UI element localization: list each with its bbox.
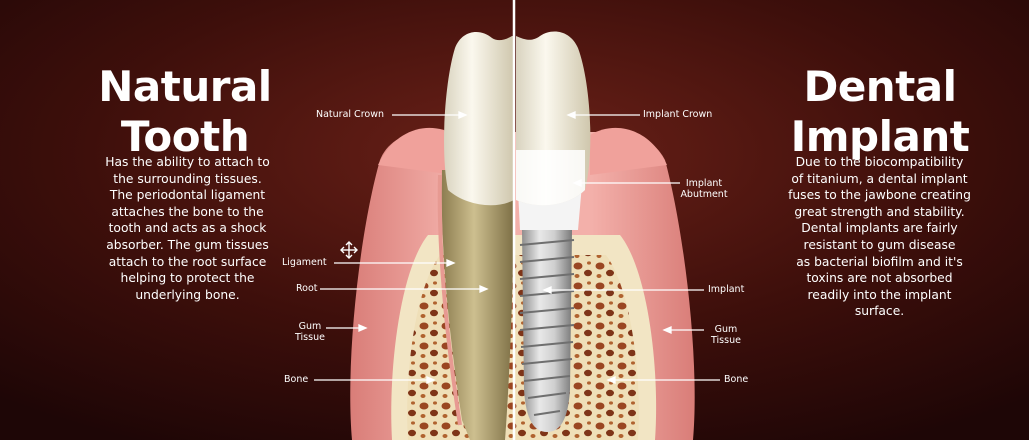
label-natural-crown: Natural Crown	[316, 109, 384, 120]
implant-title-line-1: Dental	[765, 62, 995, 112]
natural-desc-line: attaches the bone to the	[60, 204, 315, 221]
implant-desc-line: toxins are not absorbed	[752, 270, 1007, 287]
natural-tooth-title: Natural Tooth	[70, 62, 300, 162]
abutment-line-2: Abutment	[680, 189, 728, 200]
label-natural-bone: Bone	[284, 374, 308, 385]
dental-implant-description: Due to the biocompatibility of titanium,…	[752, 154, 1007, 320]
implant-desc-line: Dental implants are fairly	[752, 220, 1007, 237]
natural-desc-line: underlying bone.	[60, 287, 315, 304]
label-implant-crown: Implant Crown	[643, 109, 712, 120]
natural-desc-line: The periodontal ligament	[60, 187, 315, 204]
natural-title-line-1: Natural	[70, 62, 300, 112]
natural-desc-line: attach to the root surface	[60, 254, 315, 271]
label-ligament: Ligament	[282, 257, 327, 268]
natural-gum-line-2: Tissue	[293, 332, 327, 343]
label-root: Root	[296, 283, 318, 294]
label-implant: Implant	[708, 284, 744, 295]
label-implant-bone: Bone	[724, 374, 748, 385]
label-natural-gum-tissue: Gum Tissue	[293, 321, 327, 343]
implant-desc-line: fuses to the jawbone creating	[752, 187, 1007, 204]
natural-desc-line: Has the ability to attach to	[60, 154, 315, 171]
implant-desc-line: resistant to gum disease	[752, 237, 1007, 254]
natural-crown-shape	[444, 32, 514, 205]
implant-desc-line: surface.	[752, 303, 1007, 320]
natural-desc-line: helping to protect the	[60, 270, 315, 287]
label-implant-abutment: Implant Abutment	[680, 178, 728, 200]
move-cursor-icon	[341, 242, 357, 258]
implant-gum-line-2: Tissue	[708, 335, 744, 346]
natural-tooth-description: Has the ability to attach to the surroun…	[60, 154, 315, 303]
natural-gum-line-1: Gum	[293, 321, 327, 332]
implant-desc-line: Due to the biocompatibility	[752, 154, 1007, 171]
implant-gum-line-1: Gum	[708, 324, 744, 335]
implant-desc-line: readily into the implant	[752, 287, 1007, 304]
implant-desc-line: as bacterial biofilm and it's	[752, 254, 1007, 271]
natural-desc-line: the surrounding tissues.	[60, 171, 315, 188]
implant-desc-line: of titanium, a dental implant	[752, 171, 1007, 188]
label-implant-gum-tissue: Gum Tissue	[708, 324, 744, 346]
implant-screw-shape	[520, 230, 574, 432]
natural-desc-line: absorber. The gum tissues	[60, 237, 315, 254]
abutment-line-1: Implant	[680, 178, 728, 189]
natural-desc-line: tooth and acts as a shock	[60, 220, 315, 237]
implant-desc-line: great strength and stability.	[752, 204, 1007, 221]
dental-implant-title: Dental Implant	[765, 62, 995, 162]
